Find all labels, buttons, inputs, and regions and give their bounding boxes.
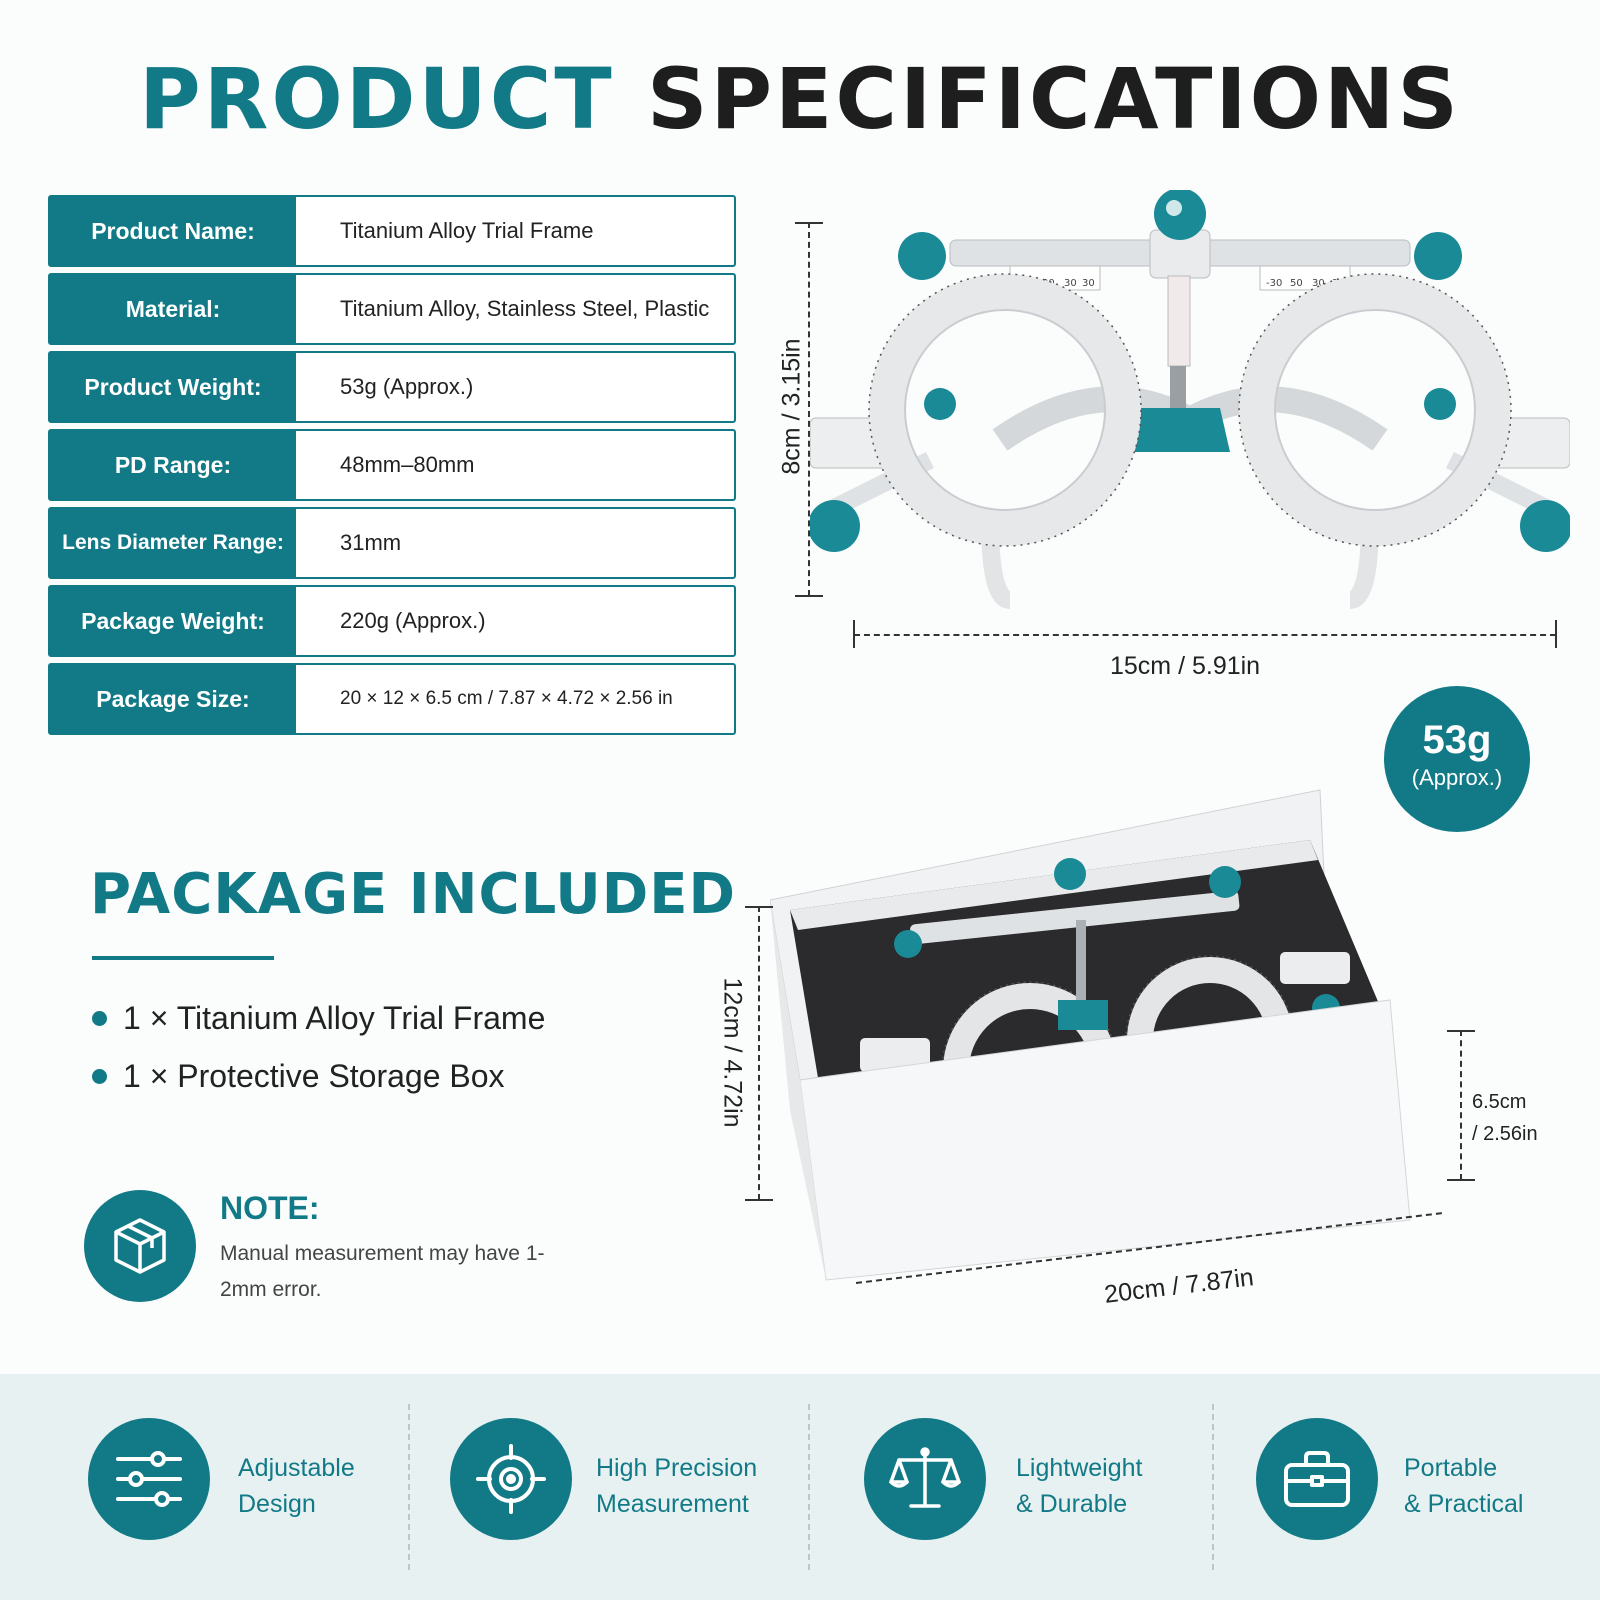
box-height-label: 12cm / 4.72in [718, 977, 747, 1128]
dim-cap [795, 595, 823, 597]
spec-row-material: Material: Titanium Alloy, Stainless Stee… [48, 273, 736, 345]
feature-label-lightweight: Lightweight & Durable [1016, 1450, 1142, 1522]
feature-line: Adjustable [238, 1454, 355, 1482]
box-depth-line [1460, 1030, 1462, 1180]
package-title-underline [92, 956, 274, 960]
frame-width-label: 15cm / 5.91in [1110, 652, 1261, 680]
spec-row-package-weight: Package Weight: 220g (Approx.) [48, 585, 736, 657]
weight-value: 53g [1422, 718, 1492, 762]
dim-cap [1447, 1030, 1475, 1032]
feature-label-adjustable: Adjustable Design [238, 1450, 355, 1522]
package-item: 1 × Titanium Alloy Trial Frame [92, 1000, 545, 1037]
spec-label: Lens Diameter Range: [50, 509, 296, 577]
package-item: 1 × Protective Storage Box [92, 1058, 505, 1095]
scale-label: 30 [1082, 278, 1095, 289]
spec-value: 48mm–80mm [340, 452, 475, 477]
feature-line: Design [238, 1490, 316, 1518]
sliders-icon [88, 1418, 210, 1540]
dim-cap [745, 1199, 773, 1201]
feature-label-precision: High Precision Measurement [596, 1450, 757, 1522]
dim-cap [795, 222, 823, 224]
bullet-icon [92, 1011, 107, 1026]
feature-divider [808, 1404, 810, 1570]
dim-cap [1447, 1179, 1475, 1181]
frame-height-line [808, 222, 810, 596]
feature-line: & Practical [1404, 1490, 1524, 1518]
package-item-text: 1 × Titanium Alloy Trial Frame [123, 1000, 546, 1036]
dim-cap [853, 620, 855, 648]
package-title: PACKAGE INCLUDED [90, 862, 736, 927]
feature-line: Measurement [596, 1490, 749, 1518]
spec-value: Titanium Alloy Trial Frame [340, 218, 594, 243]
feature-line: Lightweight [1016, 1454, 1143, 1482]
spec-row-pd-range: PD Range: 48mm–80mm [48, 429, 736, 501]
frame-height-label: 8cm / 3.15in [777, 338, 806, 475]
note-text: Manual measurement may have 1-2mm error. [220, 1242, 545, 1301]
box-height-line [758, 906, 760, 1200]
box-depth-line2: / 2.56in [1472, 1123, 1538, 1145]
spec-row-product-name: Product Name: Titanium Alloy Trial Frame [48, 195, 736, 267]
package-item-text: 1 × Protective Storage Box [123, 1058, 505, 1094]
dim-cap [1555, 620, 1557, 648]
scale-label: 30 [1064, 278, 1077, 289]
scale-label: 50 [1290, 278, 1303, 289]
box-depth-line1: 6.5cm [1472, 1091, 1527, 1113]
spec-value: Titanium Alloy, Stainless Steel, Plastic [340, 296, 710, 321]
trial-frame-image: 20 30 30 30 -30 50 30 30 [810, 190, 1570, 609]
scale-icon [864, 1418, 986, 1540]
spec-value: 53g (Approx.) [340, 374, 474, 399]
spec-value: 31mm [340, 530, 402, 555]
spec-label: Material: [50, 275, 296, 343]
bullet-icon [92, 1069, 107, 1084]
spec-label: Product Name: [50, 197, 296, 265]
spec-label: Package Weight: [50, 587, 296, 655]
dim-cap [745, 906, 773, 908]
spec-row-package-size: Package Size: 20 × 12 × 6.5 cm / 7.87 × … [48, 663, 736, 735]
features-band: Adjustable Design High Precision Measure… [0, 1374, 1600, 1600]
feature-line: Portable [1404, 1454, 1498, 1482]
briefcase-icon [1256, 1418, 1378, 1540]
title-part-specifications: SPECIFICATIONS [646, 50, 1461, 148]
feature-divider [408, 1404, 410, 1570]
spec-row-lens-diameter: Lens Diameter Range: 31mm [48, 507, 736, 579]
weight-note: (Approx.) [1411, 765, 1503, 790]
weight-badge: 53g (Approx.) [1384, 686, 1530, 832]
page-title: PRODUCT SPECIFICATIONS [0, 44, 1600, 154]
feature-line: High Precision [596, 1454, 758, 1482]
scale-label: 30 [1312, 278, 1325, 289]
spec-value: 20 × 12 × 6.5 cm / 7.87 × 4.72 × 2.56 in [340, 688, 673, 709]
feature-line: & Durable [1016, 1490, 1128, 1518]
frame-width-line [854, 634, 1556, 636]
target-icon [450, 1418, 572, 1540]
feature-label-portable: Portable & Practical [1404, 1450, 1523, 1522]
box-depth-label: 6.5cm / 2.56in [1472, 1086, 1538, 1150]
spec-value: 220g (Approx.) [340, 608, 486, 633]
scale-label: -30 [1266, 278, 1282, 289]
feature-divider [1212, 1404, 1214, 1570]
package-box-icon [84, 1190, 196, 1302]
spec-label: PD Range: [50, 431, 296, 499]
spec-label: Package Size: [50, 665, 296, 733]
spec-table: Product Name: Titanium Alloy Trial Frame… [48, 195, 736, 741]
note-title: NOTE: [220, 1190, 320, 1226]
storage-box-image [770, 789, 1411, 1281]
title-part-product: PRODUCT [139, 50, 615, 148]
spec-row-product-weight: Product Weight: 53g (Approx.) [48, 351, 736, 423]
spec-label: Product Weight: [50, 353, 296, 421]
